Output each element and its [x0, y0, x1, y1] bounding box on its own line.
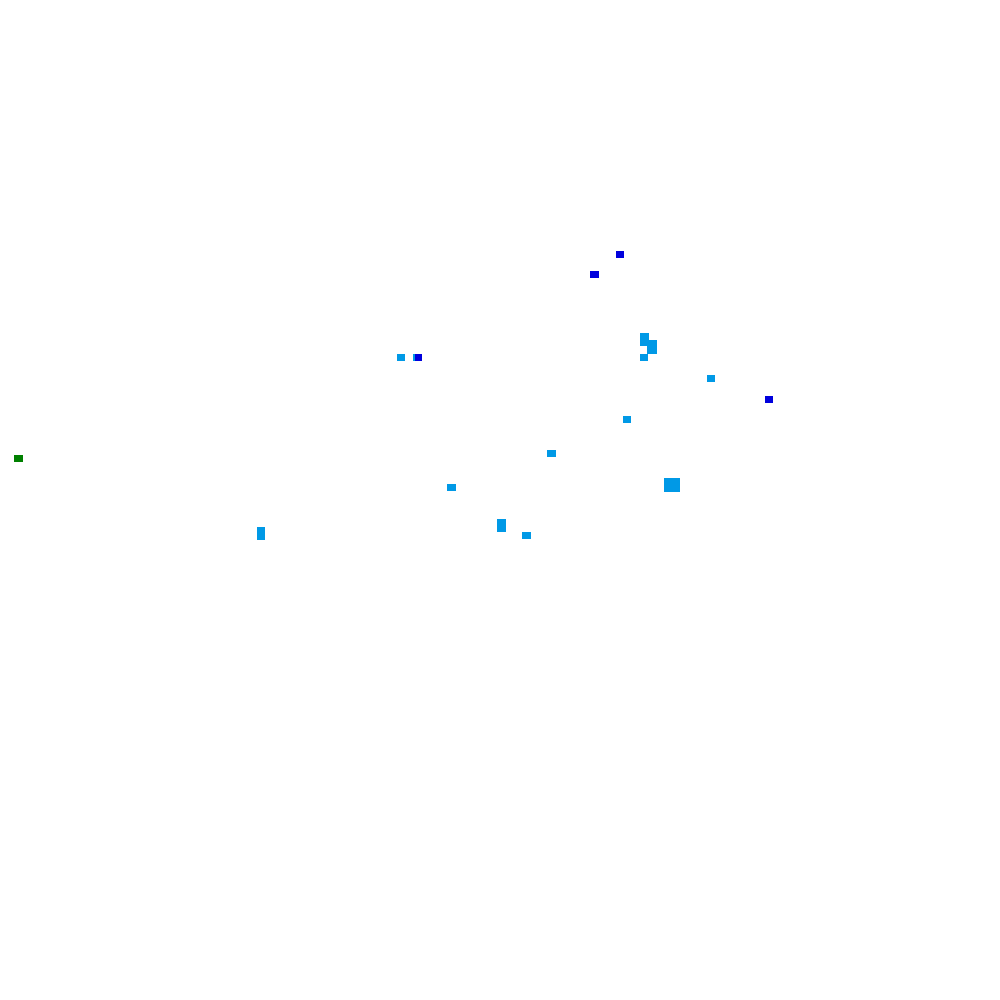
- marker-light-blue-shape: [522, 532, 531, 539]
- marker-light-blue-shape: [640, 354, 648, 361]
- marker-light-blue[interactable]: [447, 484, 456, 491]
- marker-dark-blue[interactable]: [590, 271, 599, 278]
- marker-green-shape: [14, 455, 23, 462]
- marker-light-blue[interactable]: [522, 532, 531, 539]
- marker-dark-blue[interactable]: [616, 251, 624, 258]
- marker-light-blue-shape: [547, 450, 556, 457]
- marker-light-blue[interactable]: [640, 354, 648, 361]
- marker-light-blue[interactable]: [397, 354, 405, 361]
- marker-light-blue-shape: [497, 519, 506, 532]
- marker-light-blue[interactable]: [707, 375, 715, 382]
- marker-light-blue-shape: [623, 416, 631, 423]
- marker-light-blue[interactable]: [623, 416, 631, 423]
- marker-dark-blue[interactable]: [415, 354, 422, 361]
- marker-light-blue[interactable]: [664, 478, 680, 492]
- marker-light-blue-shape: [397, 354, 405, 361]
- marker-light-blue[interactable]: [640, 333, 657, 354]
- marker-dark-blue-shape: [590, 271, 599, 278]
- marker-light-blue-shape: [640, 333, 649, 346]
- marker-light-blue-shape: [447, 484, 456, 491]
- marker-light-blue[interactable]: [257, 527, 265, 540]
- marker-light-blue-shape: [257, 527, 265, 540]
- marker-dark-blue-shape: [616, 251, 624, 258]
- marker-light-blue-shape: [707, 375, 715, 382]
- marker-dark-blue-shape: [765, 396, 773, 403]
- marker-green[interactable]: [14, 455, 23, 462]
- marker-light-blue-shape: [664, 478, 680, 492]
- marker-light-blue[interactable]: [497, 519, 506, 532]
- marker-light-blue-shape: [647, 340, 657, 354]
- marker-dark-blue[interactable]: [765, 396, 773, 403]
- marker-dark-blue-shape: [415, 354, 422, 361]
- marker-light-blue[interactable]: [547, 450, 556, 457]
